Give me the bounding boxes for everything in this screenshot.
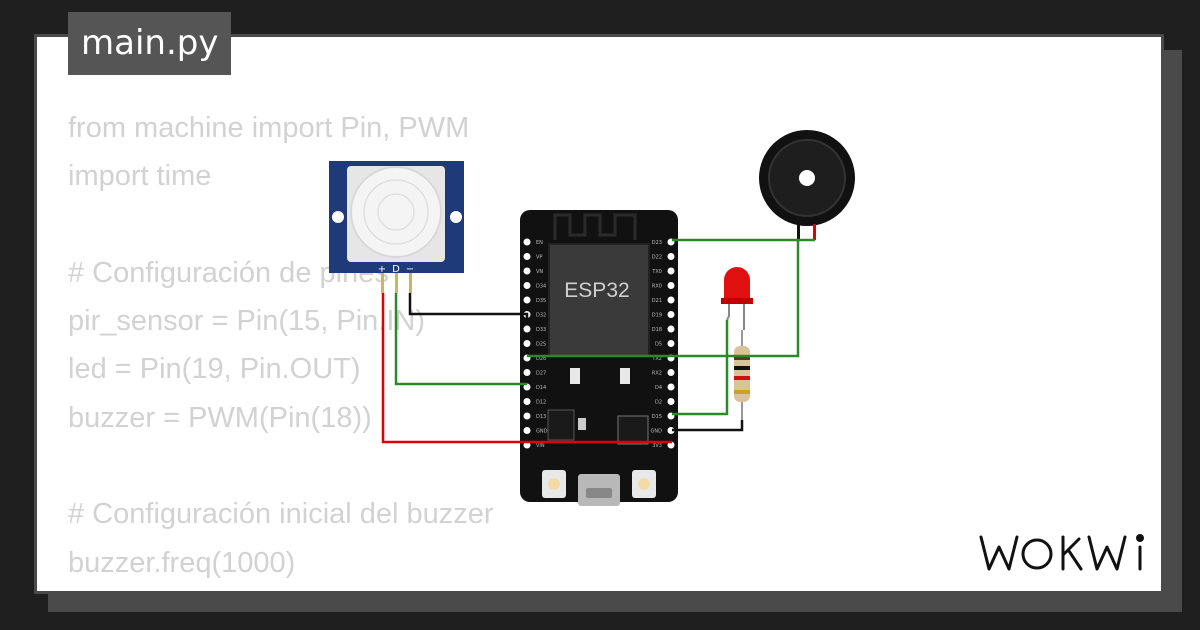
filename-tab[interactable]: main.py	[68, 12, 232, 75]
esp32-pin[interactable]	[523, 238, 531, 246]
esp32-pin-label: D27	[536, 371, 546, 377]
pir-pin-data: D	[392, 264, 400, 275]
pir-sensor[interactable]: + D −	[329, 161, 464, 293]
esp32-pin[interactable]	[523, 398, 531, 405]
esp32-pin[interactable]	[667, 325, 675, 333]
esp32-pin-label: RX2	[652, 371, 662, 377]
esp32-pin-label: D13	[536, 414, 546, 420]
esp32-pin-label: D14	[536, 385, 546, 391]
esp32-pin[interactable]	[523, 340, 531, 347]
esp32-pin-label: D26	[536, 356, 546, 362]
esp32-pin-label: GND	[651, 429, 663, 435]
esp32-pin-label: D22	[652, 255, 662, 261]
esp32-pin[interactable]	[667, 296, 675, 304]
esp32-pin-label: TX2	[651, 356, 662, 362]
esp32-pin-label: VN	[536, 269, 543, 275]
esp32-pin[interactable]	[523, 325, 531, 333]
esp32-pin[interactable]	[523, 369, 531, 376]
esp32-pin[interactable]	[523, 267, 531, 275]
esp32-pin[interactable]	[667, 253, 675, 260]
esp32-pin[interactable]	[667, 267, 675, 275]
esp32-pin-label: D12	[536, 400, 546, 406]
esp32-pin-label: D15	[652, 414, 662, 420]
esp32-pin-label: D5	[655, 342, 662, 348]
esp32-pin[interactable]	[667, 398, 675, 405]
esp32-pin-label: D4	[655, 385, 662, 391]
buzzer[interactable]	[759, 130, 855, 240]
pir-pin-gnd: −	[406, 264, 414, 275]
code-line: led = Pin(19, Pin.OUT)	[68, 353, 361, 386]
esp32-pin-label: RX0	[652, 284, 662, 290]
code-line: from machine import Pin, PWM	[68, 112, 470, 144]
esp32-pin[interactable]	[523, 412, 531, 420]
esp32-pin-label: D23	[652, 240, 662, 246]
esp32-pin[interactable]	[667, 383, 675, 391]
esp32-pin-label: D34	[536, 284, 546, 290]
esp32-pin-label: TX0	[651, 269, 662, 275]
esp32-pin-label: D21	[652, 298, 662, 304]
code-line: buzzer.freq(1000)	[68, 546, 296, 579]
code-line: pir_sensor = Pin(15, Pin.IN)	[68, 305, 426, 338]
code-preview: from machine import Pin, PWM import time #…	[68, 104, 628, 587]
esp32-pin[interactable]	[523, 282, 531, 289]
esp32-label: ESP32	[564, 279, 629, 302]
esp32-pin[interactable]	[667, 311, 675, 318]
pir-pin-vcc: +	[378, 264, 386, 275]
esp32-pin-label: D35	[536, 298, 546, 304]
esp32-pin-label: VP	[536, 255, 542, 261]
esp32-pin-label: D2	[655, 400, 662, 406]
esp32-pin[interactable]	[523, 253, 531, 260]
esp32-pin[interactable]	[667, 369, 675, 376]
esp32-pin-label: VIN	[536, 443, 545, 449]
esp32-pin-label: EN	[536, 240, 543, 246]
esp32-pin[interactable]	[523, 296, 531, 304]
esp32-pin-label: D18	[652, 327, 662, 333]
code-line: buzzer = PWM(Pin(18))	[68, 401, 372, 434]
esp32-board[interactable]: ESP32 ENVPVND34D35D32D33D25D26D27D14D12D…	[520, 210, 678, 506]
esp32-pin-label: D33	[536, 327, 546, 333]
red-led[interactable]	[721, 267, 753, 330]
esp32-pin[interactable]	[667, 282, 675, 289]
esp32-pin-label: D19	[652, 313, 662, 319]
wires	[381, 238, 815, 444]
esp32-pin-label: D32	[536, 313, 546, 319]
wokwi-logo	[979, 534, 1144, 571]
esp32-pin[interactable]	[667, 340, 675, 347]
esp32-pin-label: D25	[536, 342, 546, 348]
esp32-pin-label: GND	[536, 429, 548, 435]
esp32-pin-label: 3V3	[652, 443, 662, 449]
resistor[interactable]	[734, 330, 750, 420]
esp32-pin[interactable]	[523, 427, 531, 434]
code-line: import time	[68, 160, 212, 193]
code-line: # Configuración inicial del buzzer	[68, 498, 494, 531]
